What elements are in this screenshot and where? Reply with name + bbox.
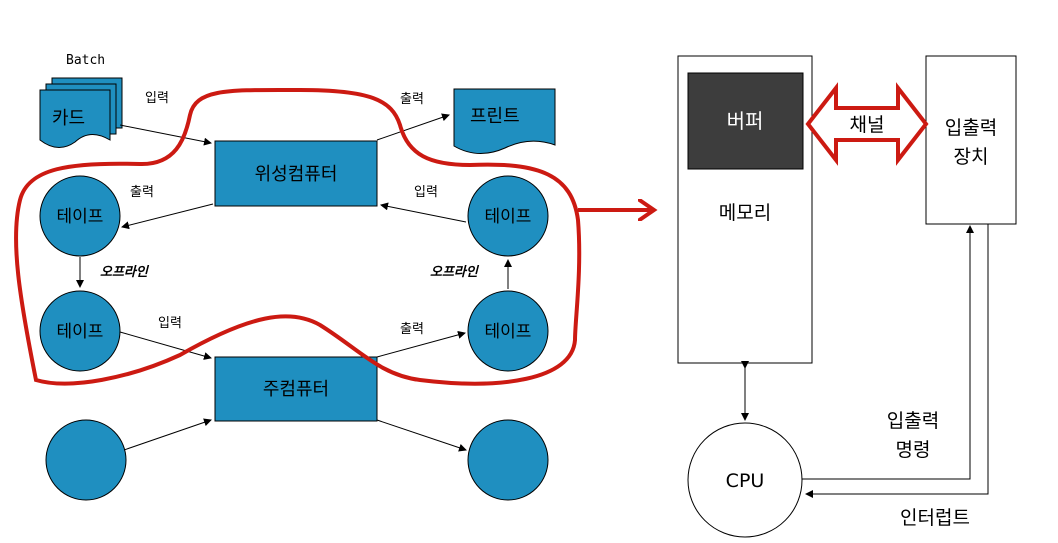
- io-command-line1: 입출력: [887, 410, 939, 432]
- label-output-print: 출력: [400, 92, 424, 107]
- tape-bottom-left: 테이프: [39, 290, 121, 372]
- arrow-card-to-satellite: [119, 124, 212, 146]
- buffer-label: 버퍼: [727, 109, 764, 133]
- tape-bottom-left-label: 테이프: [57, 322, 104, 342]
- tape-bottom-right: 테이프: [467, 290, 549, 372]
- satellite-label: 위성컴퓨터: [255, 164, 338, 185]
- label-offline-left: 오프라인: [100, 264, 150, 280]
- red-highlight-loop: [14, 87, 582, 386]
- tape-top-right: 테이프: [467, 175, 549, 257]
- satellite-computer: 위성컴퓨터: [214, 140, 378, 207]
- arrow-tape-to-satellite: [380, 202, 467, 223]
- memory-label: 메모리: [719, 202, 771, 224]
- label-output-tape: 출력: [130, 185, 154, 200]
- arrow-satellite-to-print: [376, 113, 450, 141]
- tape-top-left-label: 테이프: [57, 207, 104, 227]
- blank-circle-right: [467, 419, 549, 501]
- cpu-label: CPU: [726, 470, 765, 492]
- io-device-box: [925, 55, 1017, 225]
- cpu-circle: [687, 422, 803, 538]
- card-label: 카드: [52, 108, 85, 129]
- label-offline-right: 오프라인: [430, 264, 480, 280]
- interrupt-label: 인터럽트: [900, 507, 970, 529]
- arrow-main-to-tape: [376, 330, 466, 358]
- batch-label: Batch: [66, 53, 105, 68]
- arrow-circle-to-main: [123, 418, 212, 451]
- io-device-line1: 입출력: [945, 117, 997, 139]
- arrow-interrupt: [805, 224, 989, 498]
- tape-top-right-label: 테이프: [485, 207, 532, 227]
- channel-double-arrow: [805, 82, 929, 166]
- tape-bottom-right-label: 테이프: [485, 322, 532, 342]
- label-output-main: 출력: [400, 322, 424, 337]
- buffer-box: [687, 72, 804, 170]
- label-input-tape: 입력: [414, 185, 438, 200]
- main-computer: 주컴퓨터: [214, 356, 378, 422]
- label-input-card: 입력: [145, 91, 169, 106]
- channel-label: 채널: [850, 114, 885, 136]
- print-label: 프린트: [470, 106, 520, 127]
- arrow-io-command: [802, 225, 974, 480]
- arrow-tape-to-main: [119, 331, 212, 360]
- io-command-line2: 명령: [896, 439, 931, 461]
- arrow-satellite-to-tape: [121, 203, 214, 230]
- io-device-line2: 장치: [954, 146, 989, 168]
- blank-circle-left: [45, 419, 127, 501]
- tape-top-left: 테이프: [39, 175, 121, 257]
- main-label: 주컴퓨터: [263, 379, 329, 400]
- label-input-main: 입력: [158, 316, 182, 331]
- card-stack: 카드: [39, 77, 123, 148]
- arrow-main-to-circle: [376, 419, 467, 452]
- print-document: 프린트: [453, 88, 556, 154]
